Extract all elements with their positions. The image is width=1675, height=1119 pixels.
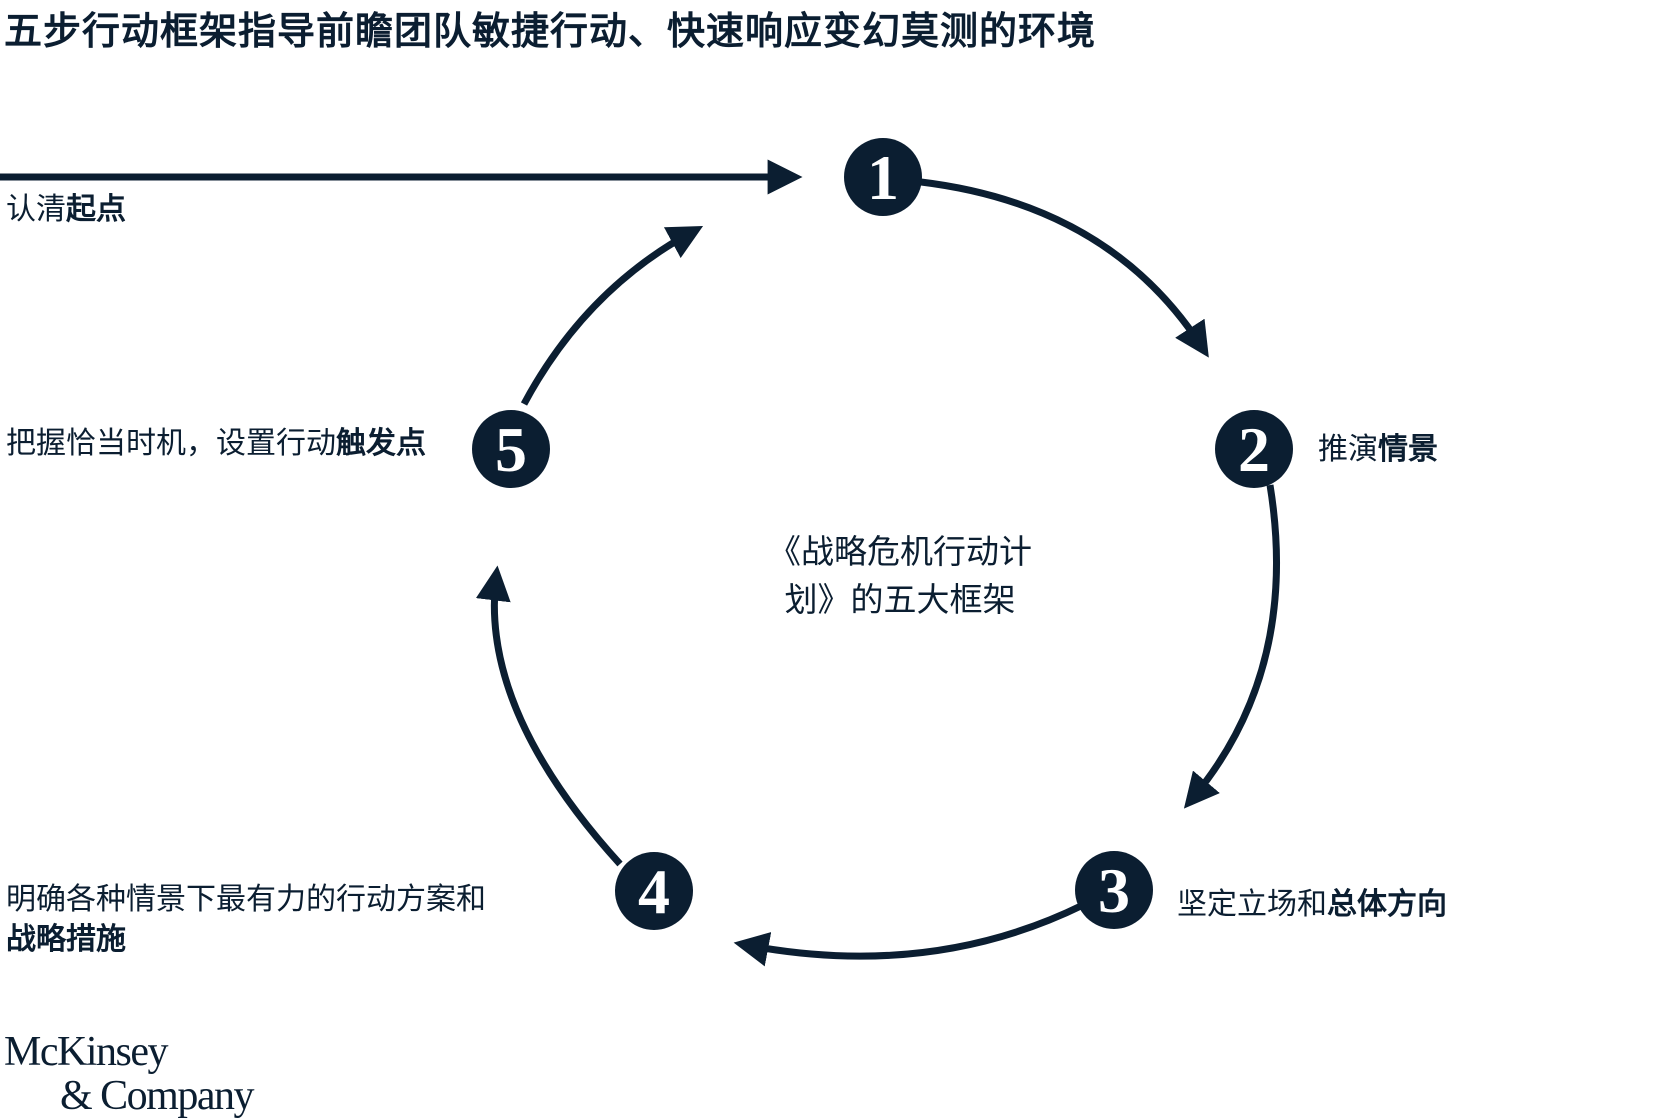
step-node-2: 2: [1215, 410, 1293, 488]
logo-line1: McKinsey: [4, 1029, 168, 1075]
step-label-5-bold: 触发点: [336, 426, 426, 461]
arrow-4-to-5: [475, 565, 623, 867]
logo-line2: & Company: [60, 1073, 255, 1119]
step-number-3: 3: [1098, 855, 1130, 926]
step-node-3: 3: [1075, 851, 1153, 929]
center-caption-line1: 《战略危机行动计: [768, 532, 1032, 571]
step-label-1: 认清起点: [6, 190, 126, 230]
arrow-5-to-1: [520, 225, 704, 406]
step-node-1: 1: [844, 138, 922, 216]
arrow-3-to-4: [733, 901, 1085, 967]
step-label-5: 把握恰当时机，设置行动触发点: [6, 424, 426, 464]
step-number-5: 5: [495, 414, 527, 485]
mckinsey-logo: McKinsey & Company: [4, 1029, 255, 1119]
step-label-1-bold: 起点: [66, 192, 126, 227]
step-label-4-bold: 战略措施: [6, 922, 126, 957]
step-label-4: 明确各种情景下最有力的行动方案和战略措施: [6, 880, 566, 960]
step-number-2: 2: [1238, 414, 1270, 485]
arrow-2-to-3: [1183, 484, 1281, 809]
center-caption-line2: 划》的五大框架: [784, 580, 1016, 619]
step-label-3-text: 坚定立场和: [1177, 887, 1327, 922]
step-node-5: 5: [472, 410, 550, 488]
step-label-1-text: 认清: [6, 192, 66, 227]
center-caption: 《战略危机行动计 划》的五大框架: [735, 528, 1065, 624]
step-number-4: 4: [638, 856, 670, 927]
step-label-5-text: 把握恰当时机，设置行动: [6, 426, 336, 461]
step-label-2-text: 推演: [1318, 432, 1378, 467]
step-label-2: 推演情景: [1318, 430, 1438, 470]
step-label-3: 坚定立场和总体方向: [1177, 885, 1447, 925]
step-node-4: 4: [615, 852, 693, 930]
step-label-4-text: 明确各种情景下最有力的行动方案和: [6, 882, 486, 917]
arrow-1-to-2: [920, 178, 1209, 358]
step-circle-4: [615, 852, 693, 930]
step-circle-2: [1215, 410, 1293, 488]
step-circle-1: [844, 138, 922, 216]
step-number-1: 1: [867, 142, 899, 213]
page-title: 五步行动框架指导前瞻团队敏捷行动、快速响应变幻莫测的环境: [4, 9, 1097, 53]
step-label-2-bold: 情景: [1378, 432, 1438, 467]
step-label-3-bold: 总体方向: [1327, 887, 1447, 922]
step-circle-3: [1075, 851, 1153, 929]
step-circle-5: [472, 410, 550, 488]
